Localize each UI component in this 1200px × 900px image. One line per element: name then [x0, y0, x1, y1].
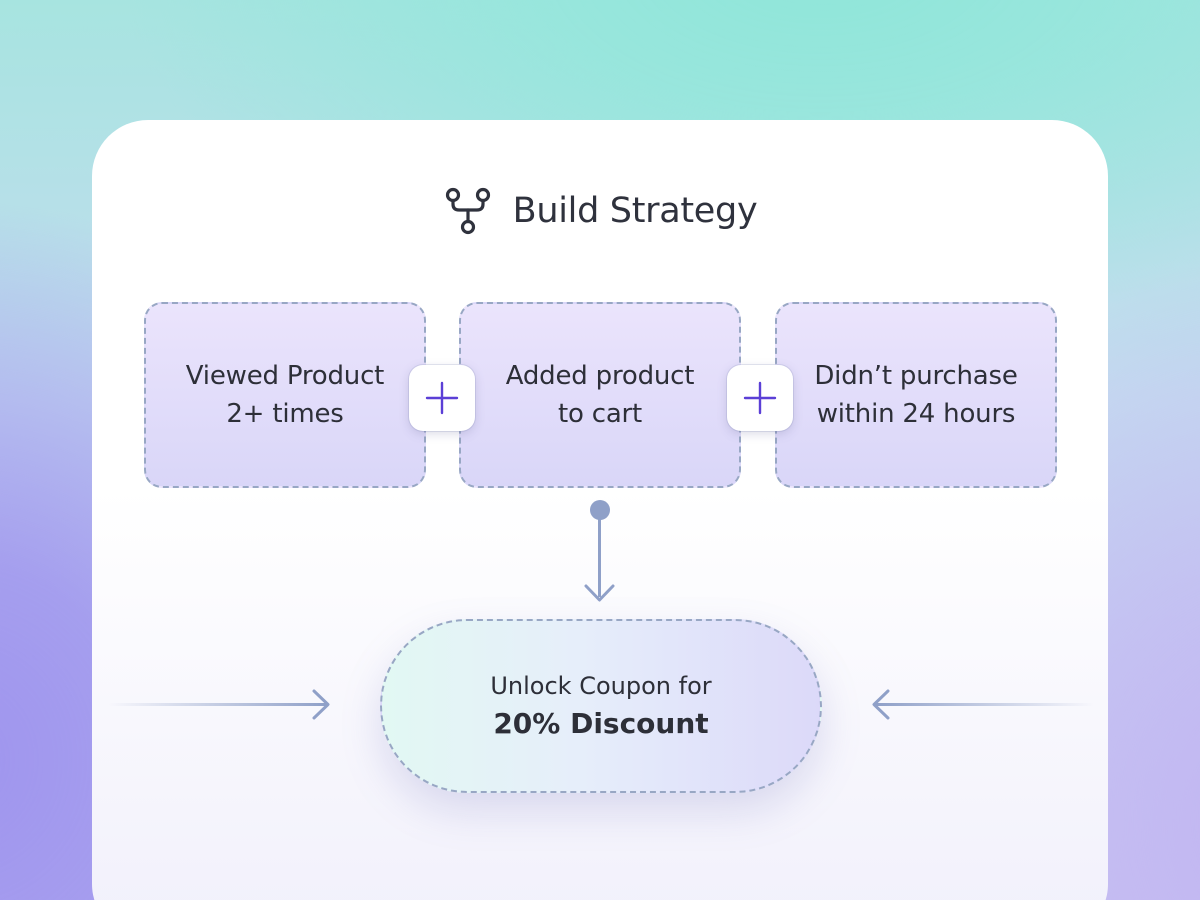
page-title: Build Strategy — [0, 186, 1200, 236]
plus-icon — [425, 381, 459, 415]
condition-label: Didn’t purchase within 24 hours — [814, 361, 1018, 429]
result-value: 20% Discount — [493, 707, 709, 740]
add-condition-button[interactable] — [727, 365, 793, 431]
connector-line — [598, 515, 601, 597]
condition-viewed-product[interactable]: Viewed Product 2+ times — [144, 302, 426, 488]
right-arrow-icon — [108, 689, 330, 720]
add-condition-button[interactable] — [409, 365, 475, 431]
connector-dot — [590, 500, 610, 520]
result-coupon-node[interactable]: Unlock Coupon for 20% Discount — [380, 619, 822, 793]
left-arrow-icon — [872, 689, 1094, 720]
condition-label: Added product to cart — [505, 361, 695, 429]
condition-added-to-cart[interactable]: Added product to cart — [459, 302, 741, 488]
result-label: Unlock Coupon for — [490, 672, 712, 700]
git-branch-icon — [445, 187, 490, 235]
plus-icon — [743, 381, 777, 415]
down-arrow-icon — [584, 584, 615, 602]
title-text: Build Strategy — [512, 191, 758, 231]
condition-label: Viewed Product 2+ times — [185, 361, 385, 429]
condition-no-purchase[interactable]: Didn’t purchase within 24 hours — [775, 302, 1057, 488]
